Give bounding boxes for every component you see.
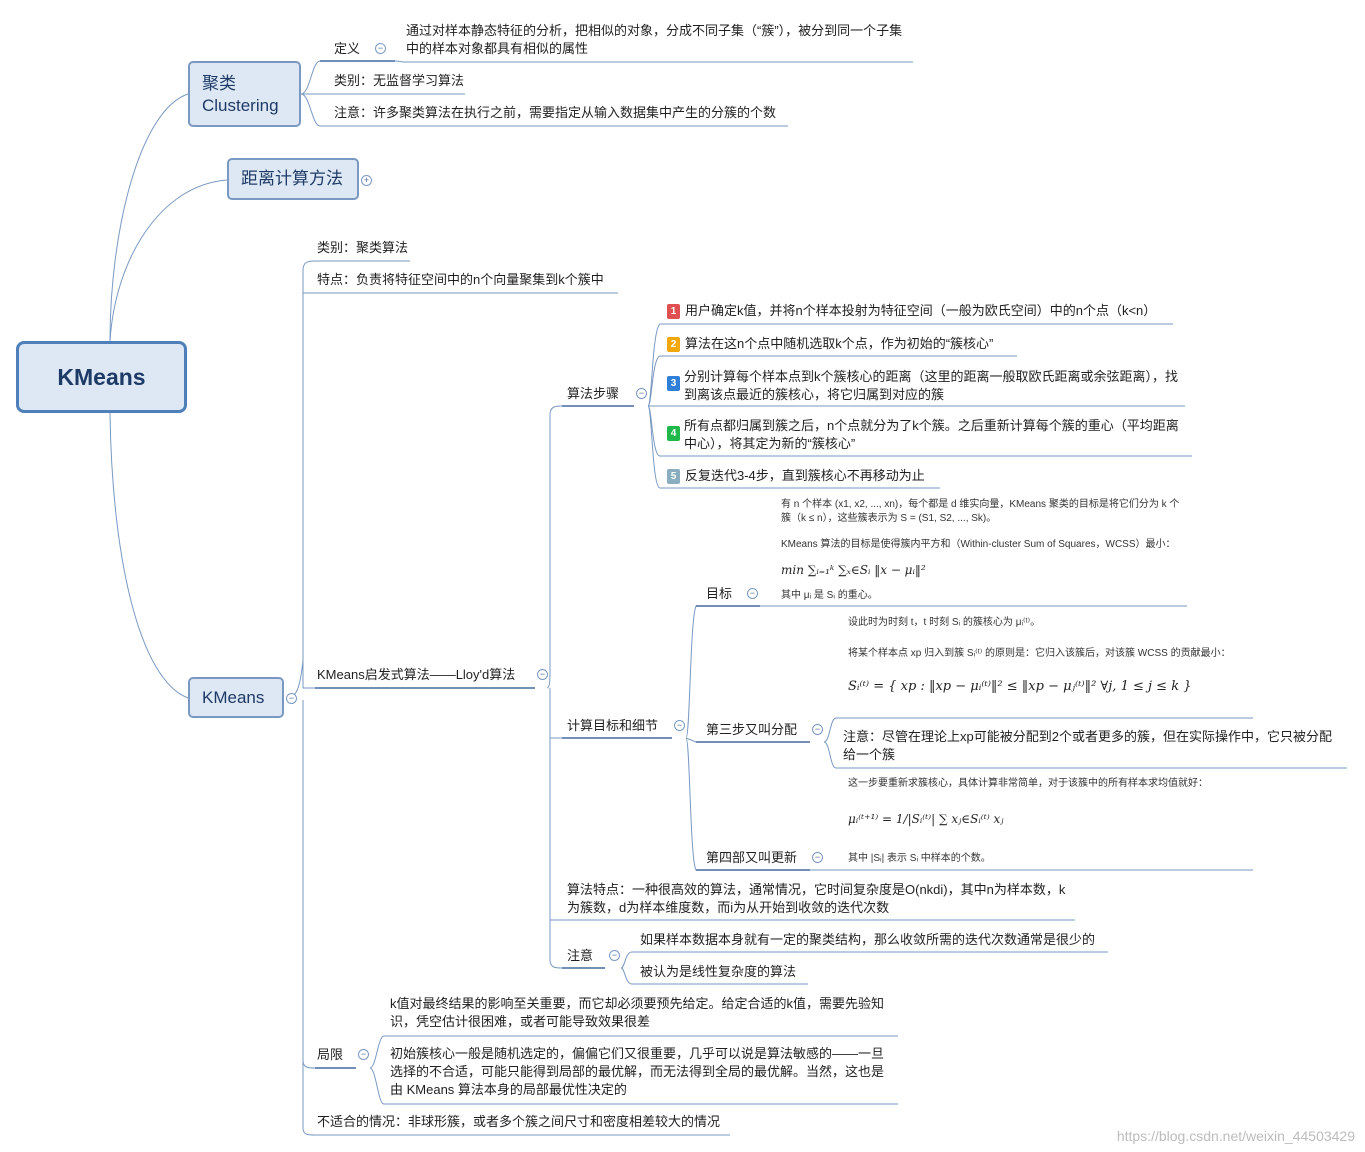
link-attention-1	[620, 951, 1108, 969]
heuristic-algorithm[interactable]: KMeans启发式算法——Lloy'd算法	[317, 667, 516, 682]
goal-formula: min ∑ᵢ₌₁ᵏ ∑ₓ∈Sᵢ ‖x − μᵢ‖²	[781, 563, 926, 577]
link-km-category	[285, 260, 410, 699]
update-formula: μᵢ⁽ᵗ⁺¹⁾ = 1/|Sᵢ⁽ᵗ⁾| ∑ xⱼ∈Sᵢ⁽ᵗ⁾ xⱼ	[848, 812, 1004, 826]
update-text-2: 其中 |Sᵢ| 表示 Sᵢ 中样本的个数。	[848, 853, 991, 864]
algorithm-steps-label[interactable]: 算法步骤	[567, 386, 620, 401]
watermark: https://blog.csdn.net/weixin_44503429	[1116, 1128, 1355, 1144]
step-2[interactable]: 2 算法在这n个点中随机选取k个点，作为初始的“簇核心”	[667, 335, 993, 353]
link-root-kmeans	[109, 412, 189, 699]
link-km-unsuitable	[302, 1060, 730, 1136]
step-1-text: 用户确定k值，并将n个样本投射为特征空间（一般为欧氏空间）中的n个点（k<n）	[685, 303, 1157, 318]
attention-label[interactable]: 注意	[567, 948, 594, 963]
assignment-step-label[interactable]: 第三步又叫分配	[706, 722, 798, 737]
link-step5	[647, 405, 940, 489]
limitations-collapse-icon[interactable]: −	[358, 1049, 369, 1060]
goal-label[interactable]: 目标	[706, 586, 733, 601]
limitations-label[interactable]: 局限	[317, 1047, 344, 1062]
topic-kmeans[interactable]: KMeans	[188, 677, 284, 718]
badge-5: 5	[667, 469, 680, 484]
attention-2[interactable]: 被认为是线性复杂度的算法	[640, 964, 797, 979]
attention-1[interactable]: 如果样本数据本身就有一定的聚类结构，那么收敛所需的迭代次数通常是很少的	[640, 932, 1096, 947]
badge-3: 3	[667, 376, 680, 391]
goal-collapse-icon[interactable]: −	[747, 588, 758, 599]
distance-expand-icon[interactable]: +	[361, 175, 372, 186]
unsuitable-cases[interactable]: 不适合的情况：非球形簇，或者多个簇之间尺寸和密度相差较大的情况	[317, 1114, 721, 1129]
update-text-1: 这一步要重新求簇核心，具体计算非常简单，对于该簇中的所有样本求均值就好：	[848, 778, 1208, 789]
link-root-distance	[109, 179, 228, 342]
step-4[interactable]: 4 所有点都归属到簇之后，n个点就分为了k个簇。之后重新计算每个簇的重心（平均距…	[667, 417, 1184, 453]
heuristic-collapse-icon[interactable]: −	[537, 669, 548, 680]
assignment-text-1: 设此时为时刻 t，t 时刻 Sᵢ 的簇核心为 μᵢ⁽ᵗ⁾。	[848, 617, 1041, 628]
goal-text-3: 其中 μᵢ 是 Sᵢ 的重心。	[781, 590, 878, 601]
kmeans-feature[interactable]: 特点：负责将特征空间中的n个向量聚集到k个簇中	[317, 272, 604, 287]
link-assign-note	[823, 741, 1347, 769]
topic-distance-methods[interactable]: 距离计算方法	[227, 158, 359, 200]
assignment-formula: Sᵢ⁽ᵗ⁾ = { xp : ‖xp − μᵢ⁽ᵗ⁾‖² ≤ ‖xp − μⱼ⁽…	[848, 679, 1192, 694]
link-calc-update	[685, 737, 1253, 871]
limitation-1[interactable]: k值对最终结果的影响至关重要，而它却必须要预先给定。给定合适的k值，需要先验知识…	[390, 996, 885, 1029]
link-km-limit	[302, 700, 356, 1069]
step-2-text: 算法在这n个点中随机选取k个点，作为初始的“簇核心”	[685, 336, 994, 351]
definition-collapse-icon[interactable]: −	[375, 43, 386, 54]
update-step-label[interactable]: 第四部又叫更新	[706, 850, 798, 865]
assignment-text-2: 将某个样本点 xp 归入到簇 Sᵢ⁽ᵗ⁾ 的原则是：它归入该簇后，对该簇 WCS…	[848, 648, 1231, 659]
step-4-text: 所有点都归属到簇之后，n个点就分为了k个簇。之后重新计算每个簇的重心（平均距离中…	[684, 418, 1179, 451]
goal-text-2: KMeans 算法的目标是使得簇内平方和（Within-cluster Sum …	[781, 539, 1176, 550]
badge-1: 1	[667, 304, 680, 319]
calc-collapse-icon[interactable]: −	[674, 720, 685, 731]
goal-text-1: 有 n 个样本 (x1, x2, ..., xn)，每个都是 d 维实向量，KM…	[781, 499, 1180, 524]
clustering-definition-text[interactable]: 通过对样本静态特征的分析，把相似的对象，分成不同子集（“簇”），被分到同一个子集…	[406, 23, 903, 56]
limitation-2[interactable]: 初始簇核心一般是随机选定的，偏偏它们又很重要，几乎可以说是算法敏感的——一旦选择…	[390, 1046, 885, 1097]
step-3[interactable]: 3 分别计算每个样本点到k个簇核心的距离（这里的距离一般取欧氏距离或余弦距离），…	[667, 368, 1179, 404]
link-step2	[647, 355, 1017, 407]
step-5[interactable]: 5 反复迭代3-4步，直到簇核心不再移动为止	[667, 467, 925, 485]
steps-collapse-icon[interactable]: −	[636, 388, 647, 399]
link-limit-2	[369, 1067, 898, 1105]
assignment-note[interactable]: 注意：尽管在理论上xp可能被分配到2个或者更多的簇，但在实际操作中，它只被分配给…	[843, 729, 1332, 762]
assignment-collapse-icon[interactable]: −	[812, 724, 823, 735]
clustering-definition-label[interactable]: 定义	[334, 41, 361, 56]
kmeans-category[interactable]: 类别：聚类算法	[317, 240, 409, 255]
link-clustering-notice	[300, 93, 788, 127]
step-3-text: 分别计算每个样本点到k个簇核心的距离（这里的距离一般取欧氏距离或余弦距离），找到…	[684, 369, 1179, 402]
link-calc-goal	[685, 605, 1187, 739]
clustering-category[interactable]: 类别：无监督学习算法	[334, 73, 465, 88]
topic-clustering[interactable]: 聚类 Clustering	[188, 61, 301, 127]
badge-4: 4	[667, 426, 680, 441]
clustering-notice[interactable]: 注意：许多聚类算法在执行之前，需要指定从输入数据集中产生的分簇的个数	[334, 105, 777, 120]
kmeans-collapse-icon[interactable]: −	[286, 693, 297, 704]
calc-goal-details-label[interactable]: 计算目标和细节	[567, 718, 659, 733]
update-collapse-icon[interactable]: −	[812, 852, 823, 863]
link-root-clustering	[109, 93, 189, 342]
link-heu-steps	[546, 405, 634, 689]
algorithm-feature[interactable]: 算法特点：一种很高效的算法，通常情况，它时间复杂度是O(nkdi)，其中n为样本…	[567, 882, 1066, 915]
link-heu-attention	[549, 920, 605, 969]
link-attention-2	[620, 967, 808, 985]
badge-2: 2	[667, 337, 680, 352]
root-node-kmeans[interactable]: KMeans	[16, 341, 187, 413]
step-5-text: 反复迭代3-4步，直到簇核心不再移动为止	[685, 468, 925, 483]
attention-collapse-icon[interactable]: −	[609, 950, 620, 961]
step-1[interactable]: 1 用户确定k值，并将n个样本投射为特征空间（一般为欧氏空间）中的n个点（k<n）	[667, 302, 1156, 320]
link-limit-1	[369, 1035, 898, 1069]
link-assign-formula	[823, 717, 1253, 743]
